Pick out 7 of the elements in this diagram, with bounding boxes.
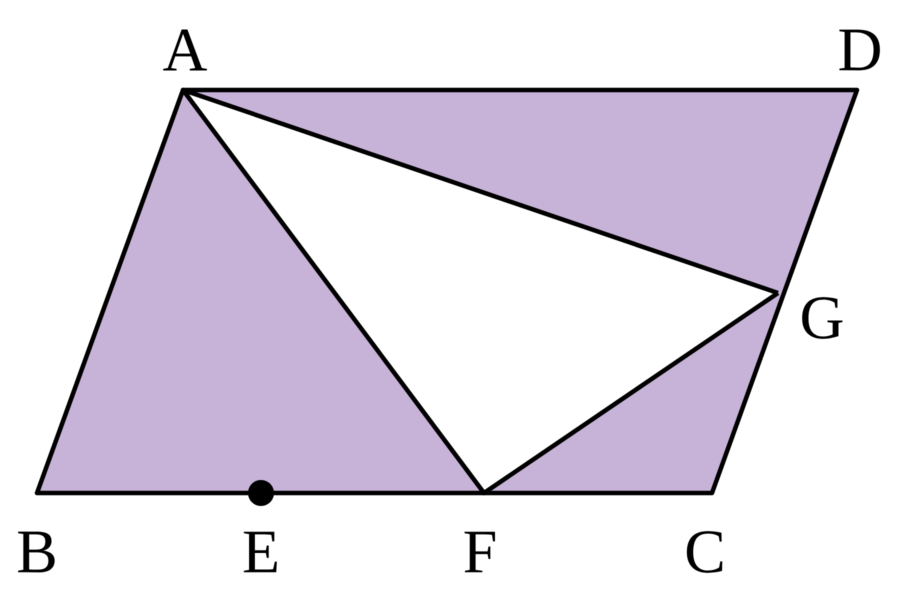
point-label: F — [464, 532, 495, 572]
point-label: A — [163, 30, 207, 70]
point-label: D — [839, 30, 880, 70]
point-label: G — [802, 297, 842, 339]
point-label: B — [18, 532, 55, 572]
point-label: E — [244, 532, 277, 572]
point-label: C — [686, 531, 722, 573]
